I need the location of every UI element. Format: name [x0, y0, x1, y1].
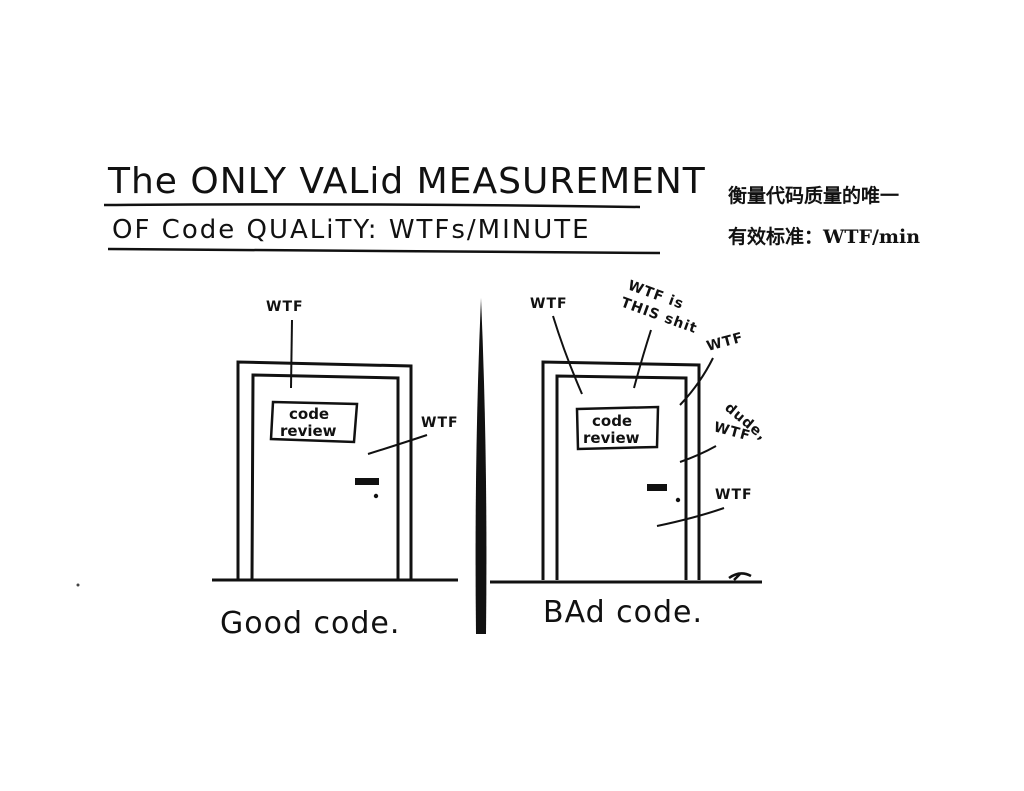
bad-wtf-pointer-5: [656, 507, 725, 527]
good-wtf-pointer-2: [367, 434, 428, 455]
bad-door-frame-outer: [541, 360, 701, 580]
bad-wtf-note-3: WTF: [705, 330, 745, 355]
bad-sign-line2: review: [583, 429, 640, 447]
good-door-frame-outer: [236, 360, 413, 580]
title-underline-2: [107, 247, 661, 255]
bad-wtf-pointer-4: [679, 445, 717, 463]
good-code-panel: code review WTF WTF Good code.: [212, 299, 459, 641]
good-code-review-sign: [269, 400, 359, 444]
bad-wtf-pointer-2: [633, 329, 652, 389]
bad-door-handle: [647, 484, 667, 491]
stray-ink-dot: [76, 583, 80, 587]
good-door-handle: [355, 478, 379, 485]
bad-code-panel: code review WTF WTF is THIS shit WTF dud…: [490, 278, 770, 630]
bad-code-caption: BAd code.: [543, 595, 703, 630]
good-wtf-note-1: WTF: [266, 299, 304, 315]
panel-divider: [475, 298, 487, 634]
translation-line1: 衡量代码质量的唯一: [728, 185, 900, 207]
good-wtf-note-2: WTF: [421, 415, 459, 431]
translation-line2: 有效标准：WTF/min: [728, 226, 921, 248]
good-door-keyhole: [373, 493, 379, 499]
good-code-caption: Good code.: [220, 606, 400, 641]
bad-code-review-sign: [575, 405, 660, 451]
bad-door-keyhole: [675, 497, 681, 503]
bad-wtf-pointer-1: [552, 315, 583, 395]
bad-wtf-pointer-3: [679, 357, 714, 406]
good-wtf-pointer-1: [290, 319, 293, 389]
good-sign-line2: review: [280, 422, 337, 440]
good-sign-line1: code: [289, 405, 329, 423]
title-line2: OF Code QUALiTY: WTFs/MINUTE: [112, 215, 591, 245]
good-door-frame-inner: [250, 373, 400, 581]
bad-floor-scribble: [728, 572, 752, 581]
bad-wtf-note-5: WTF: [715, 487, 753, 503]
bad-sign-line1: code: [592, 412, 632, 430]
title-underline-1: [103, 203, 641, 209]
bad-door-frame-inner: [555, 374, 688, 580]
title-line1: The ONLY VALid MEASUREMENT: [107, 161, 706, 202]
bad-wtf-note-1: WTF: [530, 296, 568, 312]
